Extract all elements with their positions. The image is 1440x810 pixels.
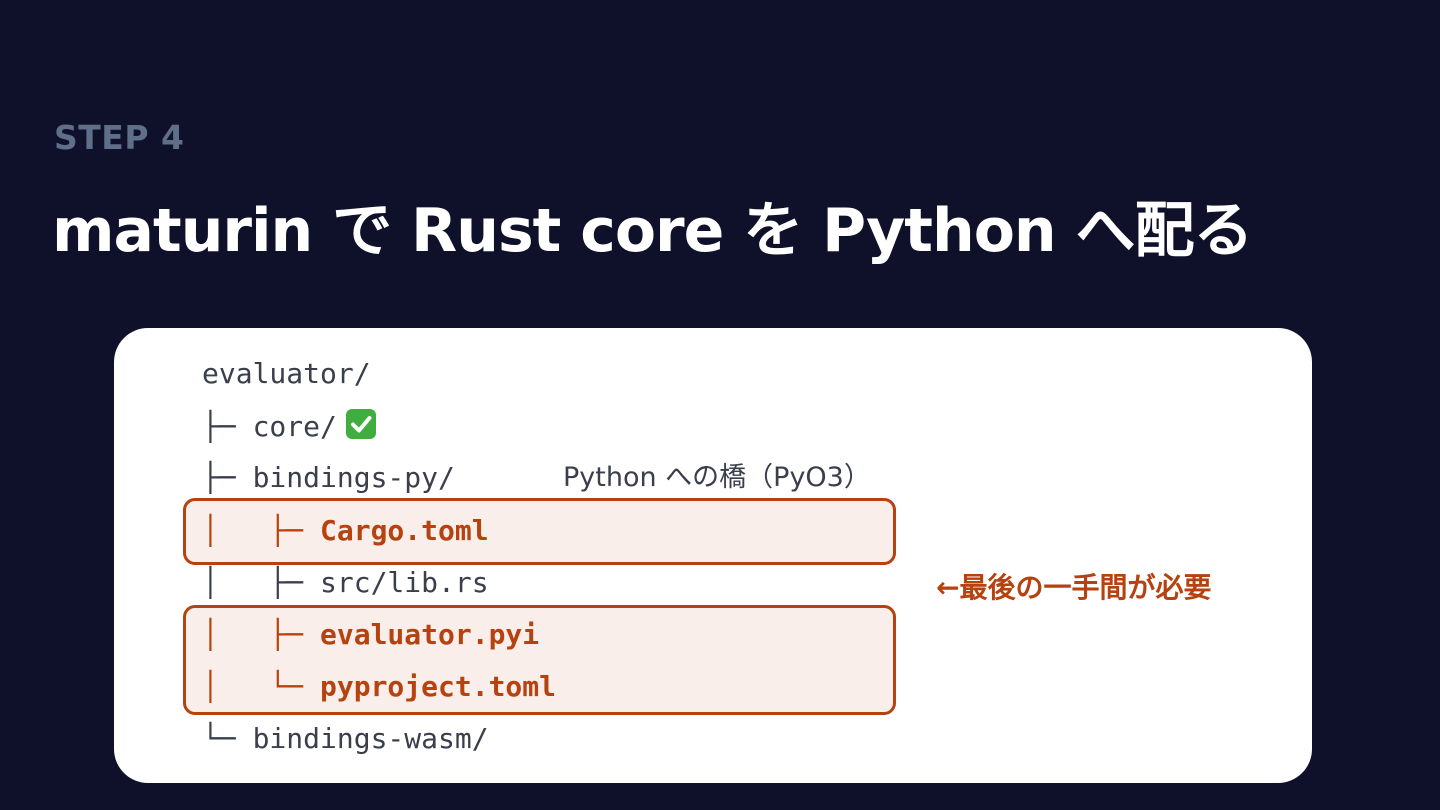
tree-item-evaluator-pyi: │ ├─ evaluator.pyi (202, 618, 540, 651)
tree-item-pyproject-toml: │ └─ pyproject.toml (202, 670, 557, 703)
check-mark-icon (345, 409, 376, 439)
highlight-box-python-files (183, 605, 896, 715)
tree-item-bindings-wasm: └─ bindings-wasm/ (202, 722, 489, 755)
tree-root: evaluator/ (202, 357, 371, 390)
bindings-py-note: Python への橋（PyO3） (563, 462, 871, 493)
tree-item-src-lib: │ ├─ src/lib.rs (202, 566, 489, 599)
annotation-callout: ←最後の一手間が必要 (936, 571, 1212, 604)
tree-item-bindings-py: ├─ bindings-py/ (202, 461, 455, 494)
tree-item-cargo-toml: │ ├─ Cargo.toml (202, 514, 489, 547)
page-title: maturin で Rust core を Python へ配る (52, 196, 1254, 266)
tree-item-core: ├─ core/ (202, 407, 377, 447)
step-label: STEP 4 (54, 118, 185, 157)
highlight-box-cargo (183, 498, 896, 565)
tree-item-core-label: ├─ core/ (202, 410, 337, 443)
